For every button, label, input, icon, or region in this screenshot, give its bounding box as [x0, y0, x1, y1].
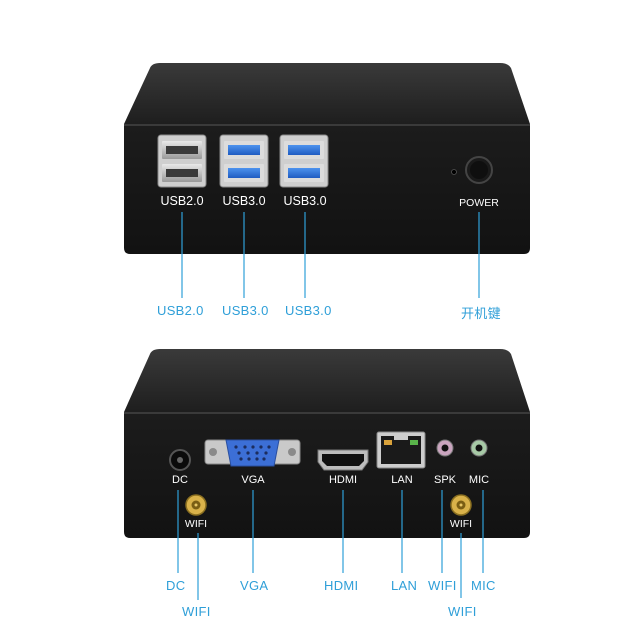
spk-jack-icon	[436, 439, 454, 457]
front-label-usb3-a: USB3.0	[222, 194, 265, 208]
dc-jack-icon	[169, 449, 191, 471]
back-label-wifi-left: WIFI	[185, 518, 207, 530]
back-case-top	[124, 349, 530, 412]
back-mini-pc: DC VGA HDMI LAN SPK MIC WIFI WIFI	[124, 349, 530, 538]
callout-wifi-right: WIFI	[428, 578, 457, 593]
callout-wifi-right-low: WIFI	[448, 604, 477, 619]
back-label-mic: MIC	[469, 474, 489, 486]
back-label-lan: LAN	[391, 474, 412, 486]
usb3-port-stack-a	[219, 134, 269, 188]
callout-usb2: USB2.0	[157, 303, 204, 318]
top-callout-lines	[181, 212, 480, 298]
callout-hdmi: HDMI	[324, 578, 359, 593]
usb3-port-stack-b	[279, 134, 329, 188]
front-mini-pc: USB2.0 USB3.0 USB3.0 POWER	[124, 63, 530, 254]
callout-lan: LAN	[391, 578, 418, 593]
front-case-top	[124, 63, 530, 124]
callout-mic: MIC	[471, 578, 496, 593]
front-label-usb3-b: USB3.0	[283, 194, 326, 208]
front-label-usb2: USB2.0	[160, 194, 203, 208]
hdmi-port-icon	[317, 449, 369, 471]
vga-port-icon	[204, 439, 301, 467]
bottom-callout-lines	[177, 490, 484, 600]
mic-jack-icon	[470, 439, 488, 457]
callout-vga: VGA	[240, 578, 269, 593]
callout-power-key: 开机键	[461, 306, 501, 321]
wifi-antenna-left-icon	[185, 494, 207, 516]
callout-usb3-b: USB3.0	[285, 303, 332, 318]
back-label-dc: DC	[172, 474, 188, 486]
callout-usb3-a: USB3.0	[222, 303, 269, 318]
lan-port-icon	[376, 431, 426, 469]
back-label-vga: VGA	[241, 474, 265, 486]
back-label-wifi-right: WIFI	[450, 518, 472, 530]
front-label-power: POWER	[459, 197, 499, 209]
power-led-icon	[451, 169, 457, 175]
back-label-spk: SPK	[434, 474, 457, 486]
callout-wifi-left: WIFI	[182, 604, 211, 619]
back-label-hdmi: HDMI	[329, 474, 357, 486]
callout-dc: DC	[166, 578, 186, 593]
usb2-port-stack	[157, 134, 207, 188]
wifi-antenna-right-icon	[450, 494, 472, 516]
